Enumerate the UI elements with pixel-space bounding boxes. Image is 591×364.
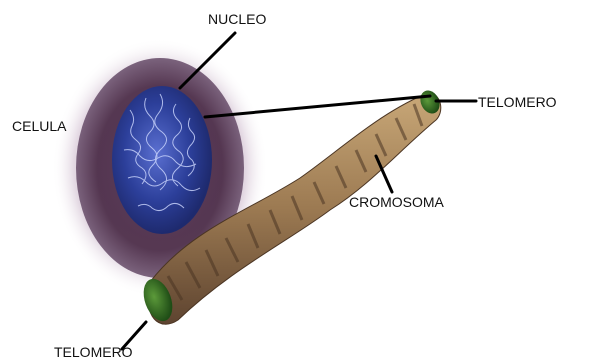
label-cromosoma: CROMOSOMA bbox=[349, 194, 444, 210]
label-telomero-right: TELOMERO bbox=[478, 94, 557, 110]
label-celula: CELULA bbox=[12, 118, 66, 134]
label-nucleo: NUCLEO bbox=[208, 11, 266, 27]
label-telomero-bottom: TELOMERO bbox=[54, 344, 133, 360]
nucleus bbox=[112, 86, 212, 234]
